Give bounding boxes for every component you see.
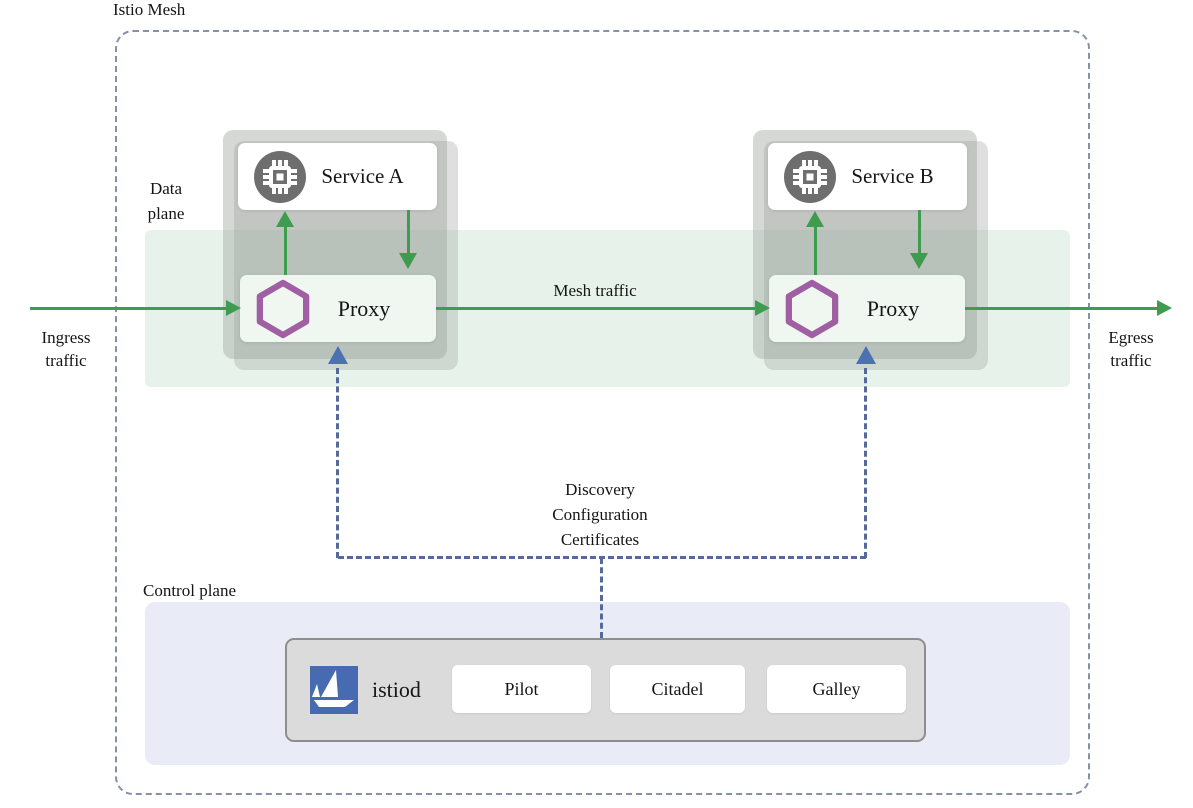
data-plane-label-line2: plane <box>147 204 185 223</box>
control-plane-label: Control plane <box>143 581 237 600</box>
proxy-b-label: Proxy <box>866 295 920 321</box>
control-link-line3: Certificates <box>560 530 640 549</box>
istiod-to-proxy-b-arrow-head <box>856 346 876 364</box>
citadel-component: Citadel <box>610 665 745 713</box>
hexagon-icon <box>256 279 310 338</box>
proxy-b-node: Proxy <box>769 275 965 342</box>
ingress-traffic-label: Ingress traffic <box>26 326 106 372</box>
control-link-label: Discovery Configuration Certificates <box>480 477 720 552</box>
service-a-label: Service A <box>321 164 404 188</box>
ingress-label-line1: Ingress <box>41 328 91 347</box>
service-a-node: Service A <box>238 143 437 210</box>
microchip-icon <box>784 150 836 203</box>
egress-label-line1: Egress <box>1108 328 1154 347</box>
istiod-stem-dashed-line <box>600 558 603 638</box>
egress-arrow-shaft <box>965 307 1158 310</box>
proxy-b-to-service-b-head <box>806 211 824 227</box>
proxy-a-node: Proxy <box>240 275 436 342</box>
service-a-to-proxy-a-head <box>399 253 417 269</box>
control-link-horizontal-dashed-line <box>338 556 866 559</box>
ingress-arrow-shaft <box>30 307 227 310</box>
istio-mesh-title: Istio Mesh <box>113 0 186 19</box>
istiod-to-proxy-b-dashed-line <box>864 368 867 558</box>
istiod-node: istiod Pilot Citadel Galley <box>285 638 926 742</box>
mesh-traffic-label: Mesh traffic <box>553 281 637 300</box>
istiod-label: istiod <box>372 677 421 702</box>
service-b-to-proxy-b-shaft <box>918 210 921 253</box>
hexagon-icon <box>785 279 839 338</box>
ingress-arrow-head <box>226 300 241 316</box>
istiod-to-proxy-a-arrow-head <box>328 346 348 364</box>
egress-label-line2: traffic <box>1110 351 1152 370</box>
istio-sailboat-icon <box>310 666 358 714</box>
mesh-traffic-arrow-shaft <box>436 307 756 310</box>
proxy-b-to-service-b-shaft <box>814 226 817 275</box>
service-b-node: Service B <box>768 143 967 210</box>
istiod-to-proxy-a-dashed-line <box>336 368 339 558</box>
service-b-label: Service B <box>851 164 934 188</box>
proxy-a-to-service-a-shaft <box>284 226 287 275</box>
control-link-line2: Configuration <box>552 505 648 524</box>
data-plane-label: Data plane <box>126 176 206 226</box>
ingress-label-line2: traffic <box>45 351 87 370</box>
service-a-to-proxy-a-shaft <box>407 210 410 253</box>
control-link-line1: Discovery <box>565 480 635 499</box>
egress-traffic-label: Egress traffic <box>1090 326 1172 372</box>
pilot-component: Pilot <box>452 665 591 713</box>
proxy-a-label: Proxy <box>337 295 391 321</box>
data-plane-label-line1: Data <box>149 179 183 198</box>
egress-arrow-head <box>1157 300 1172 316</box>
istio-mesh-boundary <box>115 30 1090 795</box>
proxy-a-to-service-a-head <box>276 211 294 227</box>
galley-component: Galley <box>767 665 906 713</box>
microchip-icon <box>254 150 306 203</box>
mesh-traffic-arrow-head <box>755 300 770 316</box>
service-b-to-proxy-b-head <box>910 253 928 269</box>
